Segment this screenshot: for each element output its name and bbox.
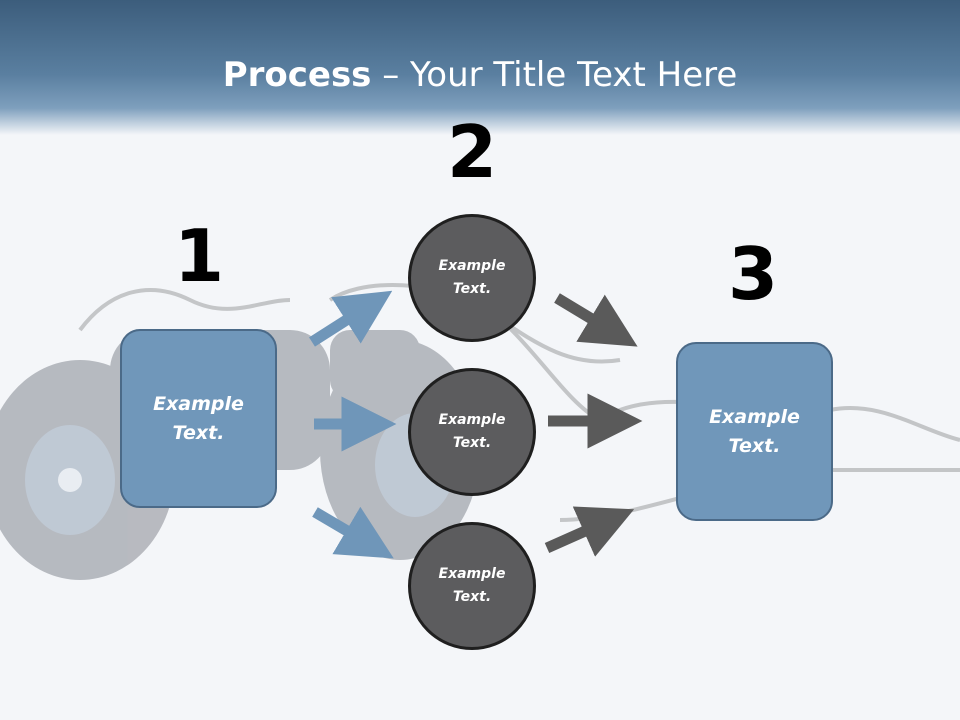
title-bold: Process [222, 55, 372, 95]
arrow-box1-to-circle3 [312, 506, 394, 559]
step-3-text: Example Text. [709, 405, 800, 457]
step-2-circle-3[interactable]: Example Text. [408, 522, 536, 650]
title-rest: – Your Title Text Here [371, 55, 738, 95]
arrow-circle1-to-box3 [554, 293, 638, 347]
step-number-3: 3 [727, 232, 779, 316]
step-number-2: 2 [446, 110, 498, 194]
title-bar [0, 0, 960, 135]
step-1-box[interactable]: Example Text. [120, 329, 277, 508]
slide-title: Process – Your Title Text Here [0, 52, 960, 98]
step-2-circle-1[interactable]: Example Text. [408, 214, 536, 342]
arrow-box1-to-circle1 [309, 290, 393, 347]
step-2-circle-3-text: Example Text. [438, 566, 506, 605]
step-2-circle-1-text: Example Text. [438, 258, 506, 297]
step-3-box[interactable]: Example Text. [676, 342, 833, 521]
arrow-circle3-to-box3 [544, 506, 635, 557]
step-1-text: Example Text. [153, 392, 244, 444]
step-2-circle-2-text: Example Text. [438, 412, 506, 451]
step-number-1: 1 [173, 214, 225, 298]
step-2-circle-2[interactable]: Example Text. [408, 368, 536, 496]
